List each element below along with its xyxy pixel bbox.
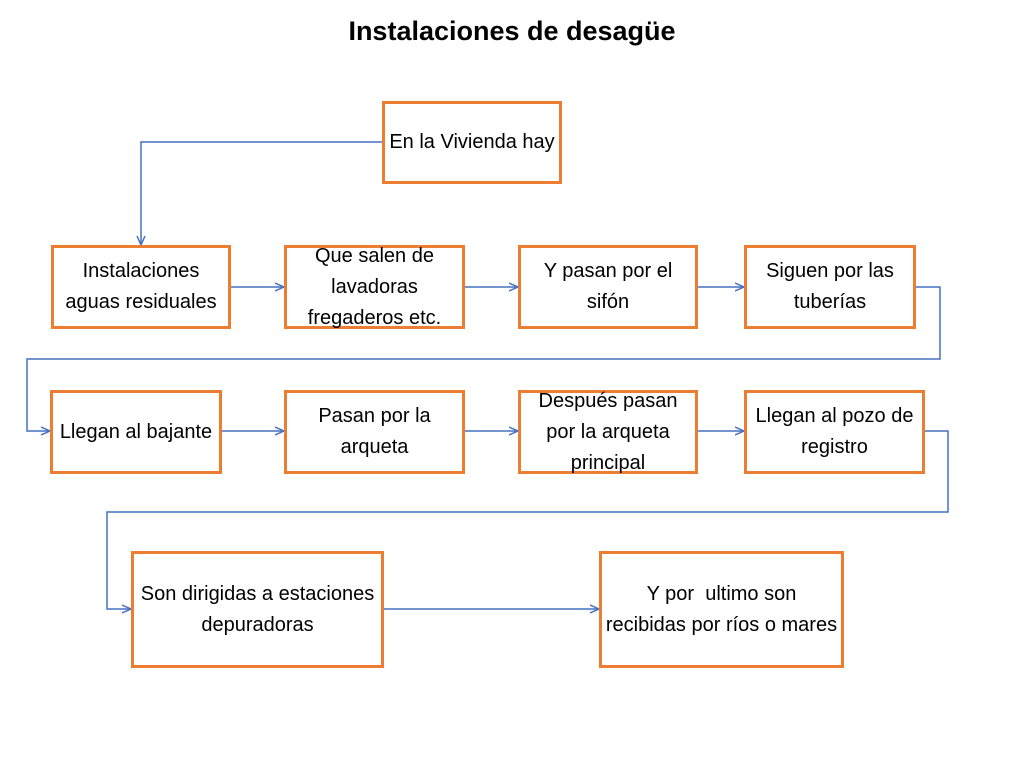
node-aguas-residuales-label: Instalaciones aguas residuales (65, 260, 217, 313)
node-vivienda-label: En la Vivienda hay (389, 131, 555, 153)
node-pasan-arqueta-label: Pasan por la arqueta (318, 405, 431, 458)
connector-pozo-registro-to-estaciones-depuradoras (106, 430, 949, 609)
node-estaciones-depuradoras: Son dirigidas a estaciones depuradoras (131, 551, 384, 668)
node-arqueta-principal-label: Después pasan por la arqueta principal (538, 389, 678, 474)
node-aguas-residuales: Instalaciones aguas residuales (51, 245, 231, 329)
node-pasan-sifon-label: Y pasan por el sifón (543, 260, 673, 313)
connector-vivienda-to-aguas-residuales (141, 141, 382, 245)
node-estaciones-depuradoras-label: Son dirigidas a estaciones depuradoras (140, 582, 375, 636)
diagram-title: Instalaciones de desagüe (348, 16, 676, 46)
node-rios-mares: Y por ultimo son recibidas por ríos o ma… (599, 551, 844, 668)
node-siguen-tuberias: Siguen por las tuberías (744, 245, 916, 329)
node-llegan-bajante: Llegan al bajante (50, 390, 222, 474)
node-rios-mares-label: Y por ultimo son recibidas por ríos o ma… (605, 582, 838, 636)
node-siguen-tuberias-label: Siguen por las tuberías (766, 260, 894, 313)
node-pozo-registro: Llegan al pozo de registro (744, 390, 925, 474)
node-pasan-arqueta: Pasan por la arqueta (284, 390, 465, 474)
node-arqueta-principal: Después pasan por la arqueta principal (518, 390, 698, 474)
node-llegan-bajante-label: Llegan al bajante (59, 420, 213, 443)
node-pozo-registro-label: Llegan al pozo de registro (755, 405, 914, 458)
node-salen-lavadoras: Que salen de lavadoras fregaderos etc. (284, 245, 465, 329)
connector-siguen-tuberias-to-llegan-bajante (26, 286, 941, 431)
node-pasan-sifon: Y pasan por el sifón (518, 245, 698, 329)
node-vivienda: En la Vivienda hay (382, 101, 562, 184)
node-salen-lavadoras-label: Que salen de lavadoras fregaderos etc. (307, 244, 442, 329)
